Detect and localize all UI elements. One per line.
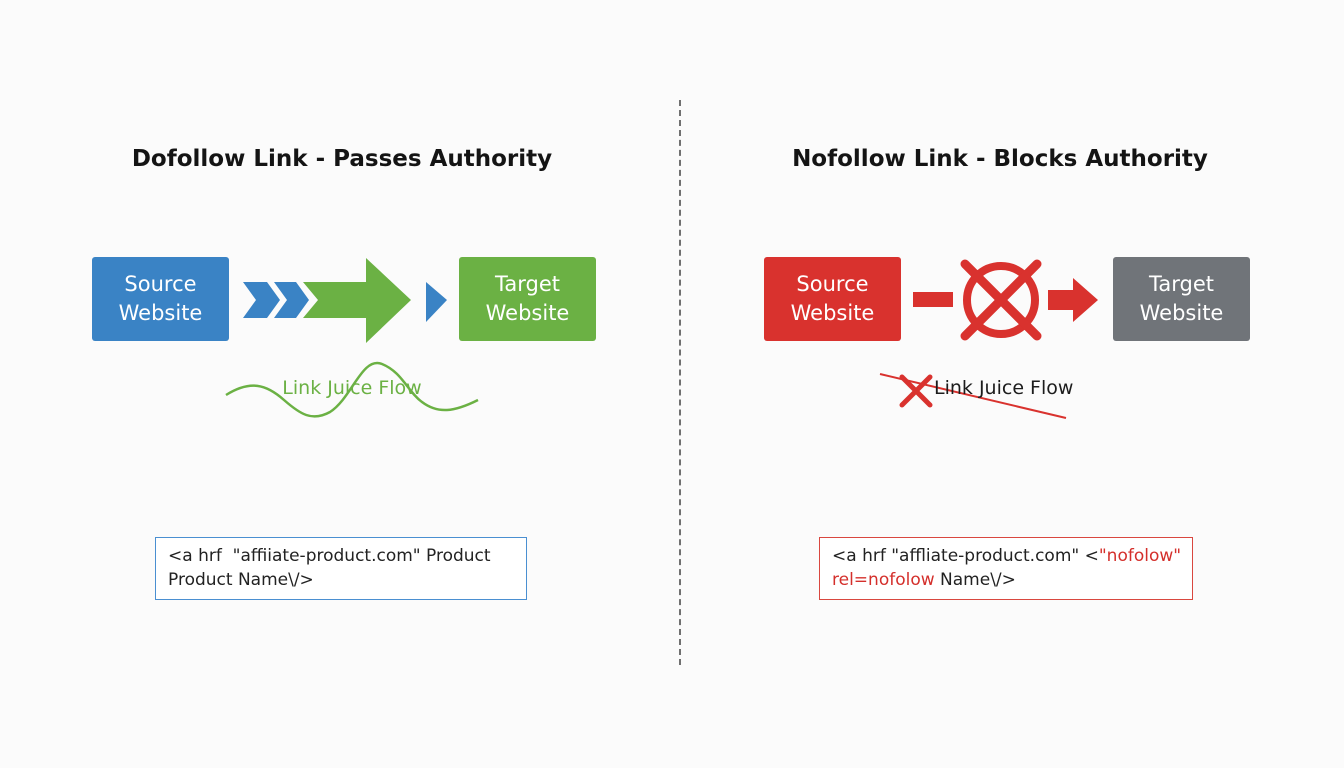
nofollow-target-label-line1: Target: [1149, 272, 1214, 296]
dofollow-source-label-line2: Website: [118, 301, 203, 325]
nofollow-code-line1-part2: "nofolow": [1098, 546, 1182, 566]
nofollow-code-line1-part1: <a hrf "affliate-product.com" <: [832, 546, 1099, 566]
dofollow-target-label-line1: Target: [495, 272, 560, 296]
nofollow-code-line2: rel=nofolow Name\/>: [832, 568, 1180, 592]
dofollow-code-line1: <a hrf "affiiate-product.com" Product: [168, 546, 491, 566]
nofollow-source-label-line1: Source: [796, 272, 869, 296]
dofollow-source-label-line1: Source: [124, 272, 197, 296]
blocked-x-icon: [960, 259, 1042, 341]
nofollow-code-line2-part1: rel=nofolow: [832, 570, 935, 590]
link-juice-wave: [225, 361, 479, 418]
dofollow-code-line2: Product Name\/>: [168, 570, 314, 590]
nofollow-target-label-line2: Website: [1139, 301, 1224, 325]
nofollow-code-snippet: <a hrf "affliate-product.com" <"nofolow"…: [819, 537, 1193, 600]
panel-divider: [679, 100, 681, 665]
nofollow-code-line1: <a hrf "affliate-product.com" <"nofolow": [832, 544, 1182, 568]
blue-chevron-2: [274, 282, 309, 318]
nofollow-source-label-line2: Website: [790, 301, 875, 325]
small-red-x-icon: [899, 374, 933, 408]
dofollow-title: Dofollow Link - Passes Authority: [131, 146, 553, 172]
red-connector-bar: [913, 292, 953, 307]
blue-triangle-pointer: [426, 282, 447, 322]
nofollow-code-line2-part2: Name\/>: [934, 570, 1016, 590]
dofollow-target-website-box: Target Website: [459, 257, 596, 341]
dofollow-target-label-line2: Website: [485, 301, 570, 325]
nofollow-link-juice-label: Link Juice Flow: [934, 377, 1074, 399]
dofollow-code-snippet: <a hrf "affiiate-product.com" Product Pr…: [155, 537, 527, 600]
nofollow-source-website-box: Source Website: [764, 257, 901, 341]
red-arrow: [1048, 278, 1098, 322]
nofollow-title: Nofollow Link - Blocks Authority: [792, 146, 1208, 172]
nofollow-target-website-box: Target Website: [1113, 257, 1250, 341]
dofollow-source-website-box: Source Website: [92, 257, 229, 341]
blue-chevron-1: [243, 282, 280, 318]
dofollow-link-juice-label: Link Juice Flow: [282, 377, 422, 399]
green-flow-arrow: [303, 258, 411, 343]
strikethrough-line: [879, 373, 1067, 419]
